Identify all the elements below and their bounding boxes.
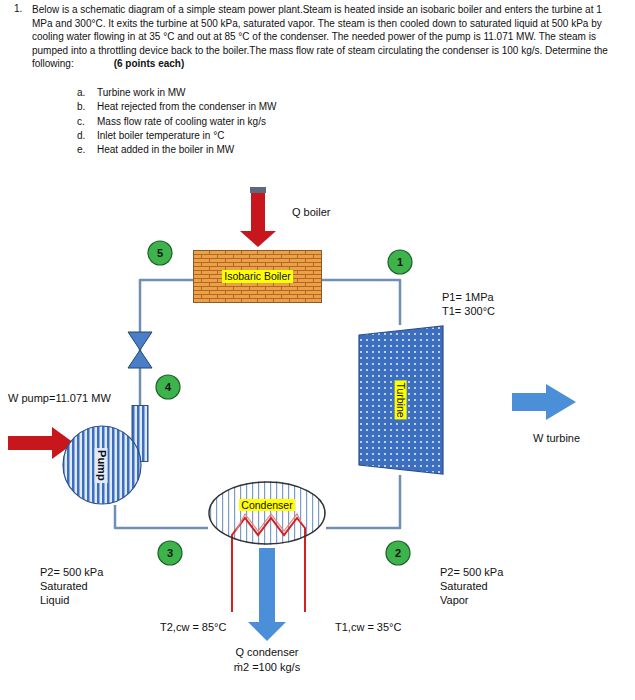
question-item: Turbine work in MW (97, 87, 186, 100)
component-label: Condenser (239, 499, 294, 511)
work-label: W turbine (533, 432, 580, 446)
state-callout: 4 (155, 374, 181, 400)
temperature-label: T1,cw = 35°C (335, 621, 401, 635)
pipe-line (322, 280, 400, 325)
component-label: Isobaric Boiler (222, 270, 293, 282)
state-callout: 5 (147, 240, 173, 266)
work-label: W pump=11.071 MW (8, 392, 111, 406)
callout-number: 1 (397, 256, 403, 269)
question-item: b. (77, 101, 85, 114)
boiler-heat-arrow (240, 187, 276, 247)
state-label: T1= 300°C (442, 305, 495, 319)
pump-shape: Pump (62, 405, 148, 505)
turbine-work-arrow (512, 384, 576, 420)
problem-number: 1. (14, 3, 22, 16)
state-label: Saturated Vapor (440, 580, 502, 608)
component-label: Pump (95, 448, 108, 483)
condenser-heat-arrow (248, 548, 286, 641)
state-label: P1= 1MPa (442, 291, 494, 305)
heat-label: Q boiler (292, 206, 331, 220)
condenser-shell (209, 481, 325, 545)
state-label: P2= 500 kPa (440, 566, 503, 580)
question-item: e. (77, 144, 85, 157)
state-callout: 3 (157, 540, 183, 566)
points-note: (6 points each) (114, 57, 185, 71)
pipe-line (326, 475, 400, 528)
heat-label: Q condenser (236, 646, 299, 660)
question-item: Inlet boiler temperature in °C (97, 130, 224, 143)
turbine-shape: Turbine (358, 325, 444, 475)
condenser-shape: Condenser (208, 481, 326, 545)
pipe-line (140, 280, 193, 405)
state-label: Saturated Liquid (40, 580, 102, 608)
state-callout: 1 (387, 249, 413, 275)
question-item: c. (77, 116, 85, 129)
temperature-label: T2,cw = 85°C (160, 621, 226, 635)
state-label: P2= 500 kPa (40, 566, 103, 580)
question-item: Mass flow rate of cooling water in kg/s (97, 116, 266, 129)
pipe-line (115, 505, 208, 528)
problem-statement: Below is a schematic diagram of a simple… (32, 3, 618, 71)
node-outline (208, 481, 326, 545)
question-item: Heat rejected from the condenser in MW (97, 101, 277, 114)
boiler-box: Isobaric Boiler (193, 250, 322, 303)
cooling-water-coil-shade (236, 514, 301, 531)
component-label: Turbine (395, 380, 407, 419)
question-item: a. (77, 87, 85, 100)
throttling-valve (128, 332, 152, 368)
question-item: Heat added in the boiler in MW (97, 144, 234, 157)
callout-number: 4 (165, 381, 171, 394)
flow-label: ṁ2 =100 kg/s (234, 661, 300, 675)
cooling-water-coil (232, 518, 305, 612)
callout-number: 3 (167, 547, 173, 560)
callout-number: 5 (157, 247, 163, 260)
state-callout: 2 (385, 540, 411, 566)
callout-number: 2 (395, 547, 401, 560)
question-item: d. (77, 130, 85, 143)
